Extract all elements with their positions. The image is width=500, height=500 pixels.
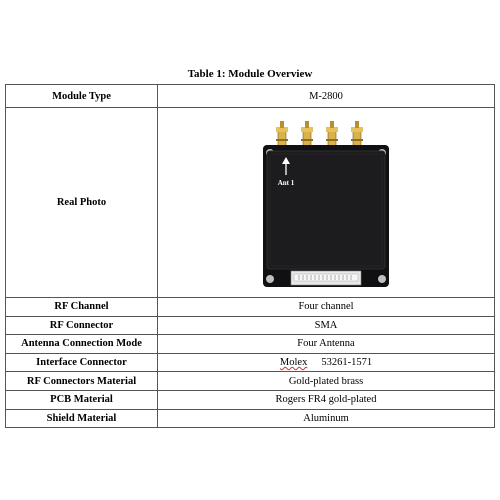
table-row: RF Connectors Material Gold-plated brass bbox=[5, 371, 495, 391]
interface-brand: Molex bbox=[279, 357, 308, 369]
table-row: PCB Material Rogers FR4 gold-plated bbox=[5, 389, 495, 410]
row-label-rf-connector: RF Connector bbox=[5, 315, 158, 336]
row-value-rf-material: Gold-plated brass bbox=[157, 371, 495, 391]
ant1-arrow bbox=[282, 156, 290, 175]
row-value-interface: Molex 53261-1571 bbox=[157, 352, 495, 373]
row-value-rf-channel: Four channel bbox=[157, 297, 495, 317]
module-photo: Ant 1 bbox=[261, 117, 391, 289]
table-row: Real Photo bbox=[5, 107, 495, 298]
row-label-pcb: PCB Material bbox=[5, 389, 158, 410]
row-value-real-photo: Ant 1 bbox=[157, 107, 495, 298]
module-photo-image: Ant 1 bbox=[263, 120, 389, 287]
row-label-shield: Shield Material bbox=[5, 408, 158, 429]
sma-connector-3 bbox=[326, 120, 338, 147]
row-label-module-type: Module Type bbox=[5, 84, 158, 108]
table-row: RF Connector SMA bbox=[5, 315, 495, 336]
table-row: Module Type M-2800 bbox=[5, 84, 495, 108]
sma-connector-4 bbox=[351, 120, 363, 147]
row-value-rf-connector: SMA bbox=[157, 315, 495, 336]
table-row: Shield Material Aluminum bbox=[5, 408, 495, 429]
row-label-rf-channel: RF Channel bbox=[5, 297, 158, 317]
interface-part-number: 53261-1571 bbox=[321, 357, 373, 369]
table-row: RF Channel Four channel bbox=[5, 297, 495, 317]
row-value-shield: Aluminum bbox=[157, 408, 495, 429]
row-value-pcb: Rogers FR4 gold-plated bbox=[157, 389, 495, 410]
table-row: Interface Connector Molex 53261-1571 bbox=[5, 352, 495, 373]
table-caption: Table 1: Module Overview bbox=[187, 68, 313, 80]
sma-connector-1 bbox=[276, 120, 288, 147]
row-label-real-photo: Real Photo bbox=[5, 107, 158, 298]
row-label-antenna-mode: Antenna Connection Mode bbox=[5, 334, 158, 354]
row-value-module-type: M-2800 bbox=[157, 84, 495, 108]
module-overview-table: Module Type M-2800 Real Photo bbox=[5, 84, 495, 429]
sma-connector-2 bbox=[301, 120, 313, 147]
interface-connector-graphic bbox=[290, 270, 362, 285]
table-row: Antenna Connection Mode Four Antenna bbox=[5, 334, 495, 354]
ant1-label: Ant 1 bbox=[278, 179, 295, 187]
row-label-interface: Interface Connector bbox=[5, 352, 158, 373]
row-value-antenna-mode: Four Antenna bbox=[157, 334, 495, 354]
row-label-rf-material: RF Connectors Material bbox=[5, 371, 158, 391]
